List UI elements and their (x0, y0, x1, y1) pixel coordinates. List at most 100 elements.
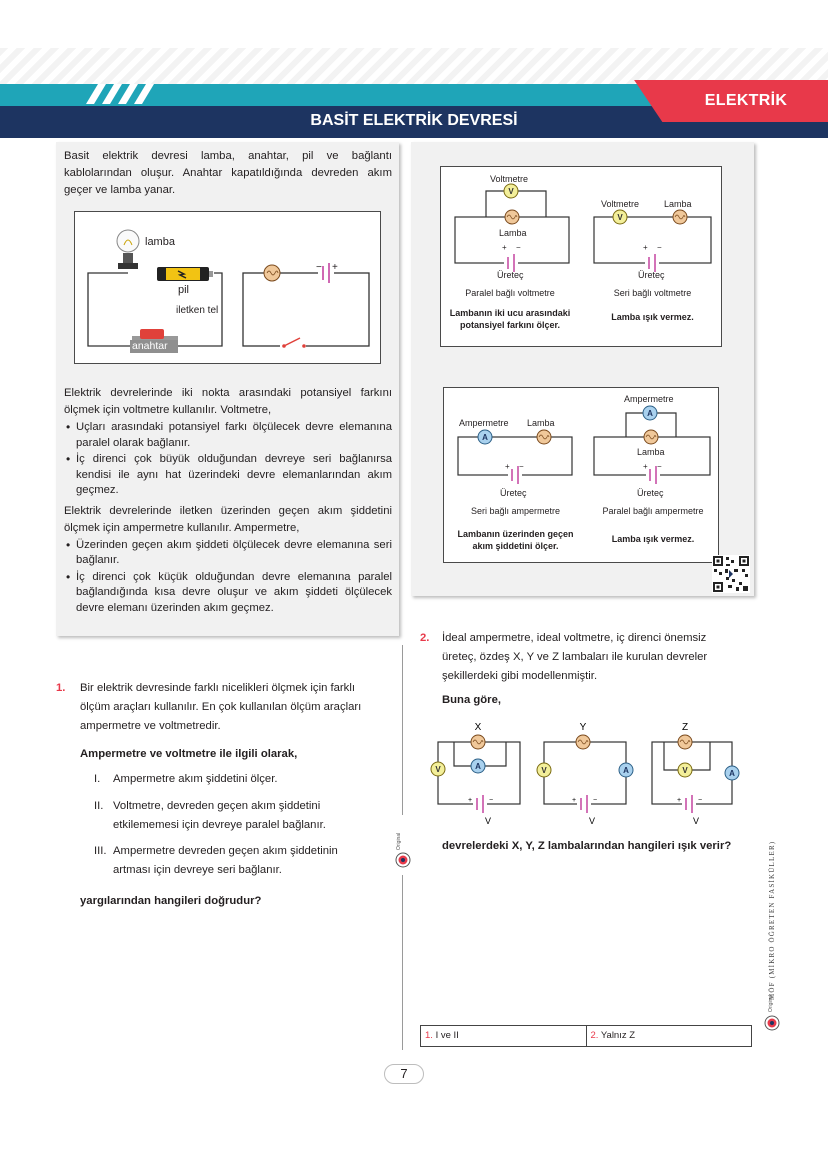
y-ammeter-symbol: A (623, 766, 629, 775)
ammeter-symbol-right: A (647, 409, 653, 418)
afig-note-right: Lamba ışık vermez. (611, 534, 695, 544)
ammeter-circuits: A A (457, 405, 711, 484)
voltmeter-circuits: V V (454, 183, 712, 272)
intro-text: Basit elektrik devresi lamba, anahtar, p… (64, 150, 392, 196)
q1-ask: yargılarından hangileri doğrudur? (80, 895, 262, 907)
vfig-plus-right: + (643, 243, 648, 252)
vfig-caption-right: Seri bağlı voltmetre (613, 288, 692, 298)
vfig-uretec-left: Üreteç (497, 270, 524, 280)
q2-circuits: V A V A V A V V V + − + − + − X Y Z (430, 722, 740, 826)
svg-text:−: − (698, 797, 702, 804)
vfig-note-left-2: potansiyel farkını ölçer. (459, 320, 561, 330)
q2-lead: Buna göre, (442, 694, 501, 706)
svg-text:−: − (593, 797, 597, 804)
afig-caption-left: Seri bağlı ampermetre (470, 506, 561, 516)
answer-1: 1. I ve II (421, 1026, 587, 1046)
column-divider-bottom (402, 875, 403, 1050)
vfig-caption-left: Paralel bağlı voltmetre (465, 288, 555, 298)
y-battery-v: V (589, 816, 595, 826)
brand-label-mid: Original (396, 832, 402, 850)
q2-text: İdeal ampermetre, ideal voltmetre, iç di… (442, 632, 708, 682)
vfig-minus-left: − (516, 243, 521, 252)
q1-item-3-text: Ampermetre devreden geçen akım şiddetini… (113, 845, 338, 876)
x-battery-v: V (485, 816, 491, 826)
vfig-note-right: Lamba ışık vermez. (611, 312, 694, 322)
battery-plus-sign: + (332, 262, 338, 273)
q2-ask: devrelerdeki X, Y, Z lambalarından hangi… (442, 840, 732, 852)
vfig-lamba-label-left: Lamba (499, 228, 527, 238)
ammeter-intro: Elektrik devrelerinde iletken üzerinden … (64, 504, 392, 534)
voltmeter-symbol-right: V (617, 213, 623, 222)
circuit-label-x: X (475, 722, 482, 733)
ammeter-item-1: Üzerinden geçen akım şiddeti ölçülecek d… (64, 538, 392, 569)
battery-minus-sign: − (316, 262, 322, 273)
brand-logo-icon (395, 852, 411, 868)
x-voltmeter-symbol: V (435, 765, 441, 774)
svg-text:+: + (468, 797, 472, 804)
answer-2-num: 2. (590, 1030, 599, 1041)
z-ammeter-symbol: A (729, 769, 735, 778)
q2-number: 2. (420, 632, 430, 644)
header-stripes-icon (86, 84, 154, 104)
q1-lead: Ampermetre ve voltmetre ile ilgili olara… (80, 748, 298, 760)
page-number: 7 (384, 1064, 424, 1084)
afig-plus-left: + (505, 462, 510, 471)
answer-key: 1. I ve II 2. Yalnız Z (420, 1025, 752, 1047)
answer-2-text: Yalnız Z (600, 1030, 636, 1041)
svg-text:+: + (572, 797, 576, 804)
header-teal-band (0, 84, 700, 106)
afig-note-left-2: akım şiddetini ölçer. (472, 541, 559, 551)
afig-uretec-right: Üreteç (637, 488, 664, 498)
brand-label-side: Original (768, 994, 774, 1012)
circuit-label-y: Y (580, 722, 587, 733)
y-voltmeter-symbol: V (541, 766, 547, 775)
voltmeter-figure (440, 166, 722, 347)
x-ammeter-symbol: A (475, 762, 481, 771)
afig-caption-right: Paralel bağlı ampermetre (602, 506, 704, 516)
afig-minus-left: − (519, 462, 524, 471)
answer-1-num: 1. (425, 1030, 433, 1041)
voltmeter-item-2: İç direnci çok büyük olduğundan devreye … (64, 452, 392, 499)
basic-circuit-diagram (87, 229, 370, 353)
voltmeter-section: Elektrik devrelerinde iki nokta arasında… (64, 385, 392, 616)
voltmeter-item-1: Uçları arasındaki potansiyel farkı ölçül… (64, 420, 392, 451)
afig-uretec-left: Üreteç (500, 488, 527, 498)
ammeter-symbol-left: A (482, 433, 488, 442)
svg-text:+: + (677, 797, 681, 804)
side-brand-logo-icon (764, 1015, 780, 1031)
q1-item-2-text: Voltmetre, devreden geçen akım şiddetini… (113, 800, 326, 831)
voltmeter-symbol-left: V (508, 187, 514, 196)
answer-1-text: I ve II (435, 1030, 459, 1041)
afig-lamba-label-right: Lamba (637, 447, 665, 457)
circuit-label-z: Z (682, 722, 688, 733)
side-series-text: MÖF (MİKRO ÖĞRETEN FASİKÜLLER) (768, 840, 776, 1000)
afig-ampermetre-label-right: Ampermetre (624, 394, 674, 404)
z-voltmeter-symbol: V (682, 766, 688, 775)
afig-note-left-1: Lambanın üzerinden geçen (457, 529, 574, 539)
label-pil: pil (178, 284, 190, 296)
subject-label: ELEKTRİK (704, 92, 788, 109)
vfig-voltmetre-label-left: Voltmetre (490, 174, 529, 184)
page-title: BASİT ELEKTRİK DEVRESİ (310, 112, 518, 129)
vfig-lamba-label-right: Lamba (664, 199, 692, 209)
vfig-note-left-1: Lambanın iki ucu arasındaki (449, 308, 571, 318)
q1-item-1-text: Ampermetre akım şiddetini ölçer. (113, 773, 278, 785)
afig-plus-right: + (643, 462, 648, 471)
svg-text:−: − (489, 797, 493, 804)
column-divider-top (402, 645, 403, 815)
label-lamba: lamba (145, 236, 175, 248)
label-anahtar: anahtar (132, 340, 168, 352)
z-battery-v: V (693, 816, 699, 826)
voltmeter-intro: Elektrik devrelerinde iki nokta arasında… (64, 387, 392, 416)
vfig-plus-left: + (502, 243, 507, 252)
qr-code-icon[interactable] (712, 555, 750, 593)
vfig-minus-right: − (657, 243, 662, 252)
ammeter-item-2: İç direnci çok küçük olduğundan devre el… (64, 570, 392, 617)
afig-lamba-label-left: Lamba (527, 418, 555, 428)
q1-number: 1. (56, 682, 66, 694)
afig-minus-right: − (657, 462, 662, 471)
q1-item-3-num: III. (94, 845, 107, 857)
answer-2: 2. Yalnız Z (587, 1026, 752, 1046)
q1-item-1-num: I. (94, 773, 101, 785)
label-iletken-tel: iletken tel (176, 305, 219, 316)
